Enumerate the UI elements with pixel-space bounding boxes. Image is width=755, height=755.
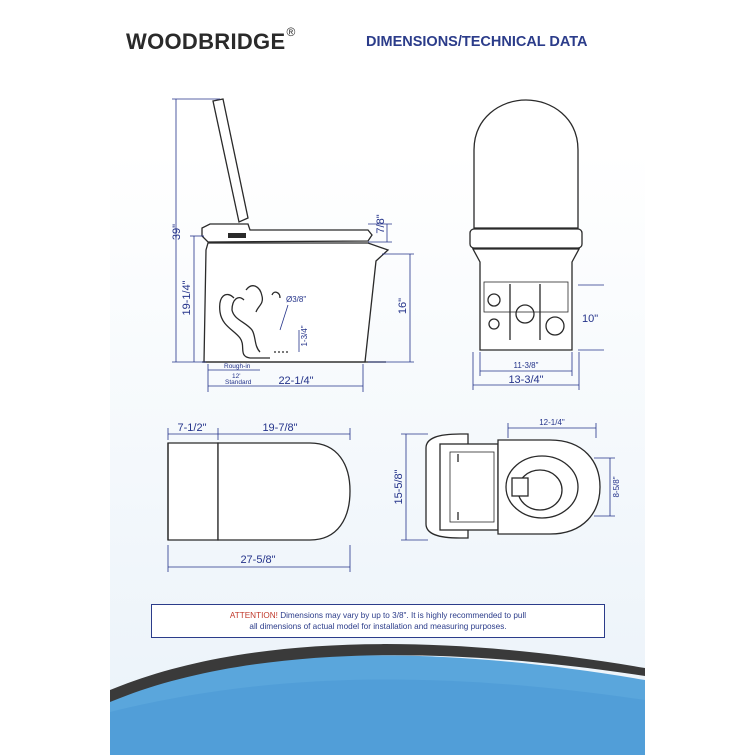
tank-depth-label: 7-1/2"	[178, 422, 207, 434]
side-view	[201, 98, 390, 363]
pipe-diameter-label: Ø3/8"	[286, 295, 306, 304]
wave-footer	[110, 644, 645, 755]
open-bowl-width-label: 12-1/4"	[539, 418, 565, 427]
top-open-view	[425, 433, 601, 539]
rear-base-width-label: 11-3/8"	[514, 361, 539, 370]
seat-height-label: 19-1/4"	[181, 280, 193, 315]
bowl-height-label: 16"	[397, 298, 409, 314]
top-open-view-dimensions	[401, 423, 615, 541]
lid-gap-label: 7/8"	[375, 214, 387, 233]
brand-name: WOODBRIDGE	[126, 29, 286, 54]
page-title: DIMENSIONS/TECHNICAL DATA	[366, 34, 588, 50]
attention-lead: ATTENTION!	[229, 611, 278, 620]
top-view-dimensions	[167, 428, 351, 572]
attention-notice: ATTENTION! Dimensions may vary by up to …	[151, 604, 605, 638]
technical-drawing: 39" 19-1/4" 7/8" 16" Ø3/8" 1-3/4" Rough-…	[110, 98, 645, 755]
side-view-dimensions	[172, 98, 414, 392]
overall-height-label: 39"	[171, 224, 183, 240]
attention-line-2: all dimensions of actual model for insta…	[249, 622, 507, 631]
rear-overall-width-label: 13-3/4"	[508, 374, 543, 386]
supply-height-label: 1-3/4"	[300, 325, 309, 346]
brand-logo: WOODBRIDGE®	[126, 25, 296, 55]
rough-in-standard: Standard	[225, 379, 252, 386]
attention-line-1: Dimensions may vary by up to 3/8". It is…	[277, 611, 527, 620]
bowl-length-label: 19-7/8"	[262, 422, 297, 434]
open-overall-width-label: 15-5/8"	[393, 469, 405, 504]
outlet-height-label: 10"	[582, 313, 598, 325]
top-view	[167, 442, 351, 541]
registered-mark: ®	[286, 25, 296, 39]
opening-label: 8-5/8"	[612, 476, 621, 497]
total-length-label: 27-5/8"	[240, 554, 275, 566]
side-length-label: 22-1/4"	[278, 375, 313, 387]
spec-sheet: WOODBRIDGE® DIMENSIONS/TECHNICAL DATA	[110, 0, 645, 755]
rear-view	[469, 99, 583, 351]
rough-in-label: Rough-in	[224, 363, 251, 370]
rear-view-dimensions	[472, 284, 604, 390]
rough-in-value: 12'	[232, 373, 240, 380]
